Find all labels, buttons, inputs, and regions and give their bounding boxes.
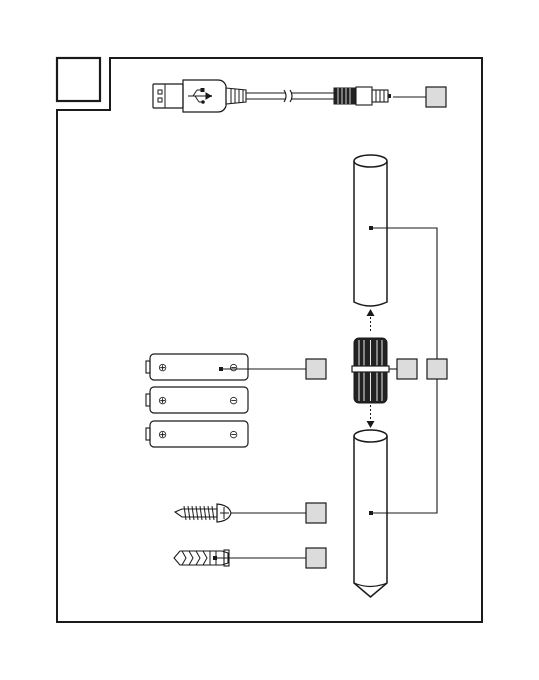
connector-icon [352, 338, 389, 403]
usb-symbol-icon [188, 89, 211, 104]
frame-outline [57, 58, 482, 622]
connector-label-box [397, 359, 417, 379]
battery-positive-symbol: ⊕ [158, 394, 167, 407]
battery-icon: ⊕ ⊖ [146, 421, 248, 447]
batteries-group: ⊕ ⊖ ⊕ ⊖ ⊕ ⊖ [146, 354, 248, 447]
battery-negative-symbol: ⊖ [229, 394, 238, 407]
battery-icon: ⊕ ⊖ [146, 354, 248, 380]
tube-icon [354, 155, 387, 306]
battery-positive-symbol: ⊕ [158, 428, 167, 441]
usb-cable-icon [153, 80, 391, 112]
batteries-label-box [306, 359, 326, 379]
battery-positive-symbol: ⊕ [158, 361, 167, 374]
assembly-arrow-upper [367, 309, 375, 333]
battery-negative-symbol: ⊖ [229, 428, 238, 441]
screw-label-box [306, 503, 326, 523]
battery-icon: ⊕ ⊖ [146, 387, 248, 413]
figure-number-box [57, 58, 100, 101]
usb-cable-label-box [426, 87, 446, 107]
tubes-label-box [427, 359, 447, 379]
assembly-arrow-lower [367, 405, 375, 428]
screw-icon [175, 504, 231, 522]
wall-plug-label-box [306, 548, 326, 568]
battery-negative-symbol: ⊖ [229, 361, 238, 374]
